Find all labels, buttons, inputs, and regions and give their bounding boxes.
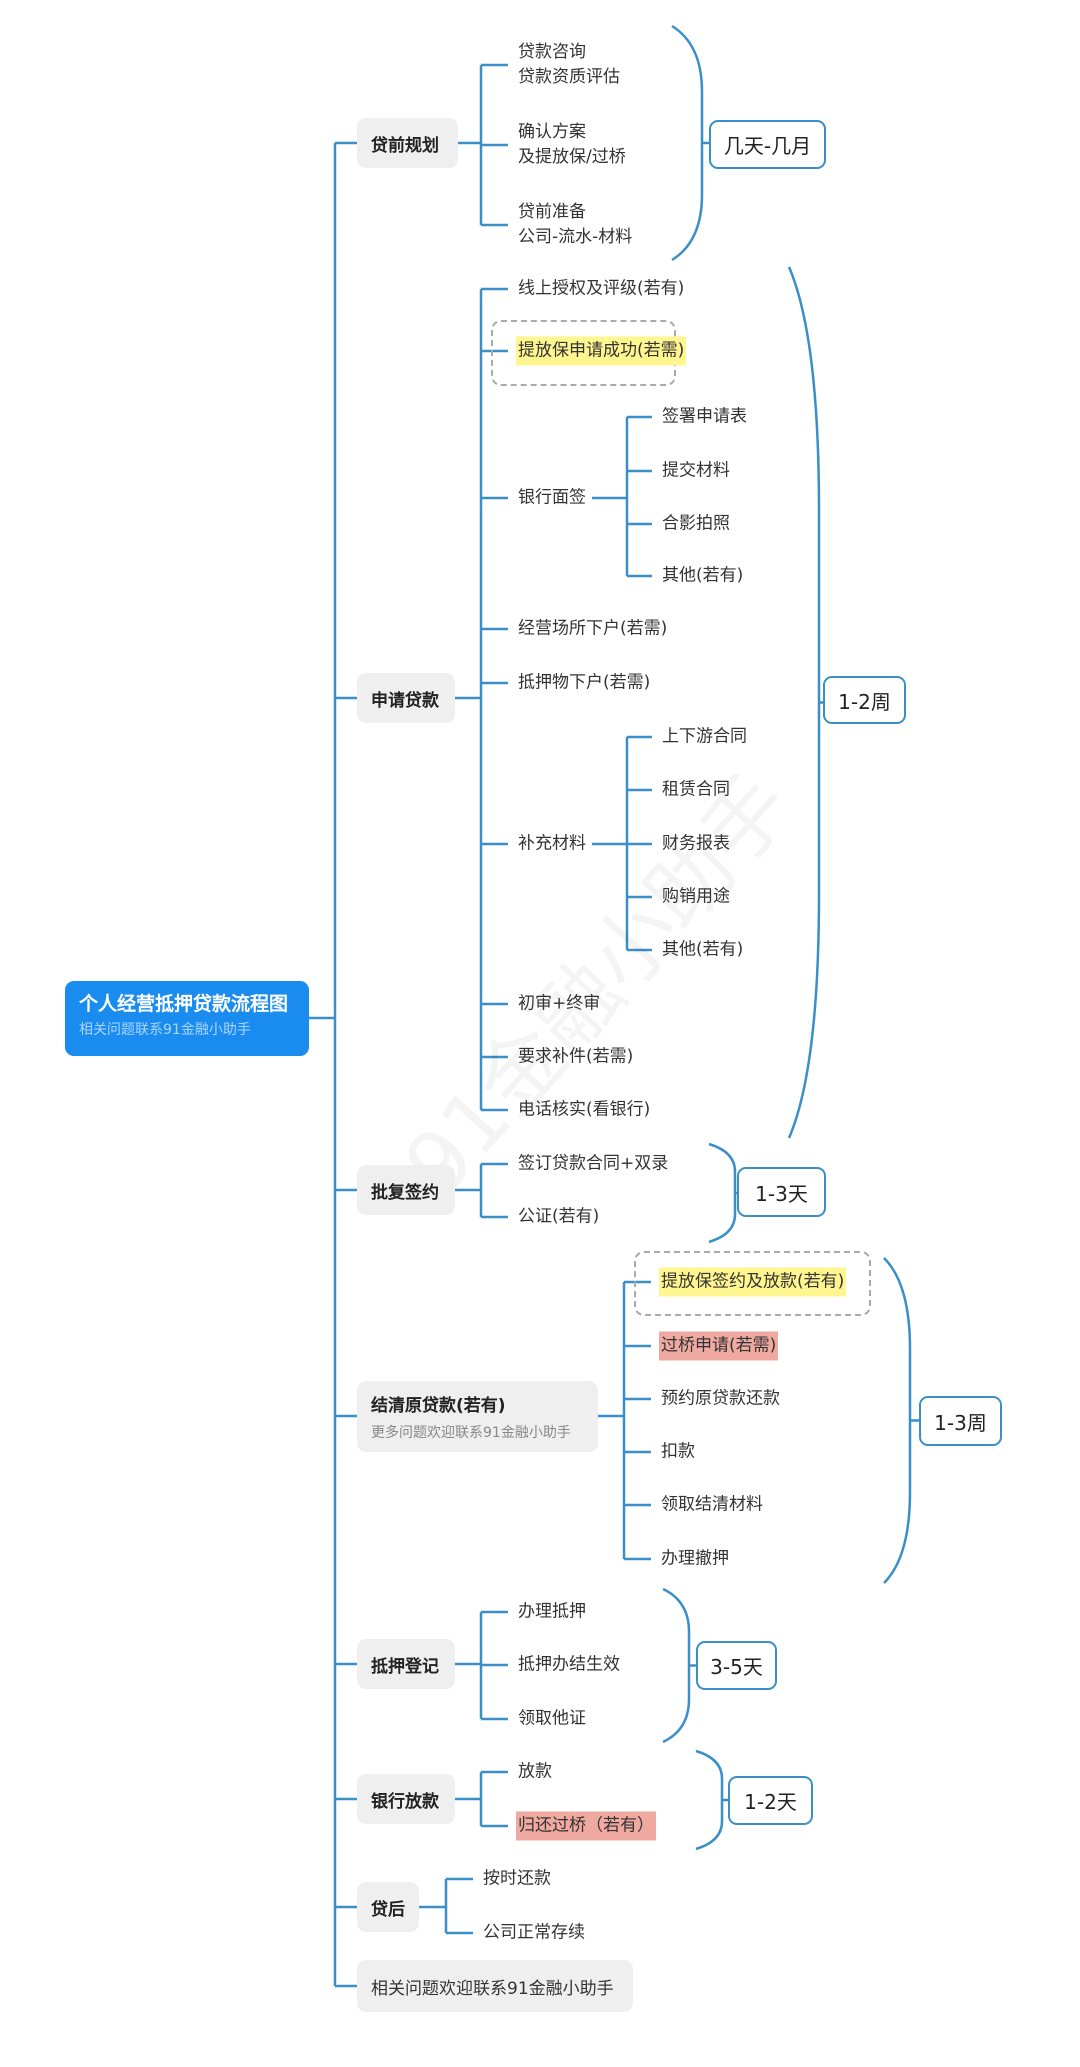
step-item[interactable]: 公司正常存续: [483, 1922, 585, 1943]
step-item[interactable]: 扣款: [661, 1441, 695, 1462]
sub-step-item[interactable]: 财务报表: [662, 833, 730, 854]
step-item[interactable]: 经营场所下户(若需): [518, 618, 668, 639]
step-item[interactable]: 领取他证: [518, 1708, 586, 1729]
step-item[interactable]: 电话核实(看银行): [518, 1099, 651, 1120]
stage-label: 贷前规划: [371, 135, 439, 156]
step-item[interactable]: 补充材料: [518, 833, 586, 854]
step-item[interactable]: 提放保签约及放款(若有): [659, 1267, 847, 1297]
sub-step-item[interactable]: 上下游合同: [662, 726, 747, 747]
sub-step-item[interactable]: 合影拍照: [662, 513, 730, 534]
duration-brace: [671, 24, 704, 262]
duration-brace: [708, 1142, 737, 1244]
step-item[interactable]: 提放保申请成功(若需): [516, 336, 687, 366]
step-item[interactable]: 归还过桥（若有）: [516, 1811, 656, 1841]
duration-badge: 1-2天: [728, 1776, 813, 1825]
root-subtitle: 相关问题联系91金融小助手: [79, 1022, 251, 1038]
root-title: 个人经营抵押贷款流程图: [79, 993, 289, 1015]
optional-step-frame: [634, 1251, 871, 1316]
stage-label: 银行放款: [371, 1791, 439, 1812]
step-item[interactable]: 要求补件(若需): [518, 1046, 634, 1067]
step-item[interactable]: 贷款咨询 贷款资质评估: [518, 42, 620, 87]
step-item[interactable]: 预约原贷款还款: [661, 1388, 780, 1409]
duration-badge: 1-3周: [919, 1396, 1002, 1446]
stage-label: 抵押登记: [371, 1656, 439, 1677]
sub-step-item[interactable]: 提交材料: [662, 460, 730, 481]
step-item[interactable]: 确认方案 及提放保/过桥: [518, 122, 626, 167]
step-item[interactable]: 办理抵押: [518, 1601, 586, 1622]
step-item[interactable]: 贷前准备 公司-流水-材料: [518, 202, 633, 247]
stage-node-0[interactable]: 贷前规划: [357, 118, 458, 168]
root-node[interactable]: 个人经营抵押贷款流程图 相关问题联系91金融小助手: [65, 981, 309, 1056]
step-item[interactable]: 初审+终审: [518, 993, 601, 1014]
step-item[interactable]: 签订贷款合同+双录: [518, 1153, 669, 1174]
step-item[interactable]: 银行面签: [518, 487, 586, 508]
stage-label: 贷后: [371, 1899, 405, 1920]
sub-step-item[interactable]: 其他(若有): [662, 565, 744, 586]
sub-step-item[interactable]: 其他(若有): [662, 939, 744, 960]
step-item[interactable]: 领取结清材料: [661, 1494, 763, 1515]
stage-label: 批复签约: [371, 1182, 439, 1203]
step-item[interactable]: 放款: [518, 1761, 552, 1782]
step-item[interactable]: 过桥申请(若需): [659, 1331, 779, 1361]
duration-brace: [787, 266, 821, 1139]
step-item[interactable]: 按时还款: [483, 1868, 551, 1889]
step-item[interactable]: 抵押物下户(若需): [518, 672, 651, 693]
duration-badge: 几天-几月: [709, 120, 826, 169]
stage-label: 结清原贷款(若有): [371, 1395, 506, 1416]
footer-node[interactable]: 相关问题欢迎联系91金融小助手: [357, 1960, 633, 2012]
step-item[interactable]: 线上授权及评级(若有): [518, 278, 685, 299]
step-item[interactable]: 公证(若有): [518, 1206, 600, 1227]
step-item[interactable]: 办理撤押: [661, 1548, 729, 1569]
stage-node-3[interactable]: 结清原贷款(若有) 更多问题欢迎联系91金融小助手: [357, 1380, 598, 1452]
sub-step-item[interactable]: 租赁合同: [662, 779, 730, 800]
stage-note: 更多问题欢迎联系91金融小助手: [371, 1424, 571, 1441]
sub-step-item[interactable]: 购销用途: [662, 886, 730, 907]
stage-label: 申请贷款: [371, 690, 439, 711]
step-item[interactable]: 抵押办结生效: [518, 1654, 620, 1675]
stage-node-1[interactable]: 申请贷款: [357, 673, 455, 723]
duration-badge: 1-2周: [823, 676, 906, 724]
stage-node-5[interactable]: 银行放款: [357, 1774, 455, 1824]
stage-node-4[interactable]: 抵押登记: [357, 1639, 455, 1689]
stage-node-6[interactable]: 贷后: [357, 1882, 419, 1932]
duration-brace: [883, 1257, 912, 1584]
duration-brace: [662, 1587, 691, 1744]
duration-brace: [695, 1749, 724, 1851]
stage-node-2[interactable]: 批复签约: [357, 1165, 455, 1215]
duration-badge: 1-3天: [737, 1167, 826, 1217]
sub-step-item[interactable]: 签署申请表: [662, 406, 747, 427]
duration-badge: 3-5天: [696, 1641, 777, 1690]
